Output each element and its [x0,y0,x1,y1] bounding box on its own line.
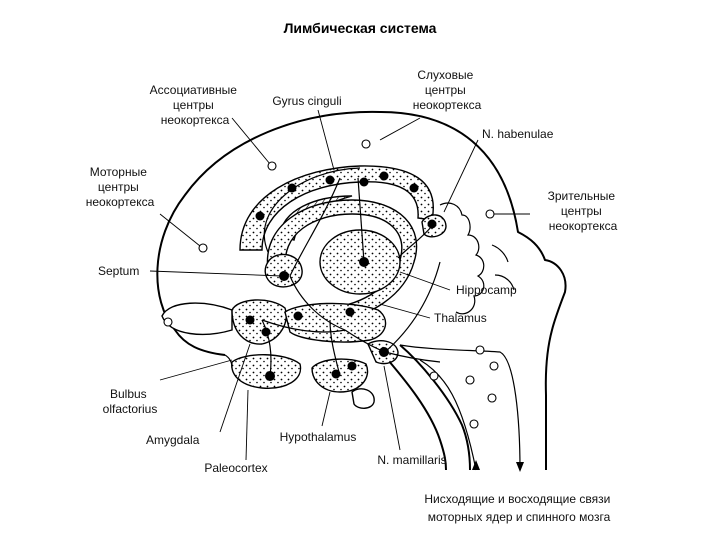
label-visual-centers: Зрительные центры неокортекса [548,189,619,233]
label-auditory-centers: Слуховые центры неокортекса [413,68,482,112]
label-thalamus: Thalamus [434,311,487,325]
brain-outline [156,110,567,471]
label-assoc-centers: Ассоциативные центры неокортекса [150,83,241,127]
descending-fibres [399,344,524,472]
label-descending-connections: Нисходящие и восходящие связи моторных я… [424,492,613,524]
slide-title: Лимбическая система [283,20,437,36]
label-paleocortex: Paleocortex [204,461,267,475]
label-gyrus-cinguli: Gyrus cinguli [272,94,341,108]
olfactory-bulb [161,302,233,335]
label-hypothalamus: Hypothalamus [280,430,357,444]
label-motor-centers: Моторные центры неокортекса [86,165,155,209]
label-n-mamillaris: N. mamillaris [377,453,446,467]
basal-regions [231,214,447,409]
leader-lines [149,109,530,461]
nuclei [245,171,437,381]
labels: Ассоциативные центры неокортекса Gyrus c… [86,68,619,524]
septum-region [264,253,303,288]
label-septum: Septum [98,264,139,278]
label-hippocamp: Hippocamp [456,283,517,297]
label-bulbus-olfactorius: Bulbus olfactorius [103,387,158,416]
label-amygdala: Amygdala [146,433,200,447]
label-n-habenulae: N. habenulae [482,127,554,141]
